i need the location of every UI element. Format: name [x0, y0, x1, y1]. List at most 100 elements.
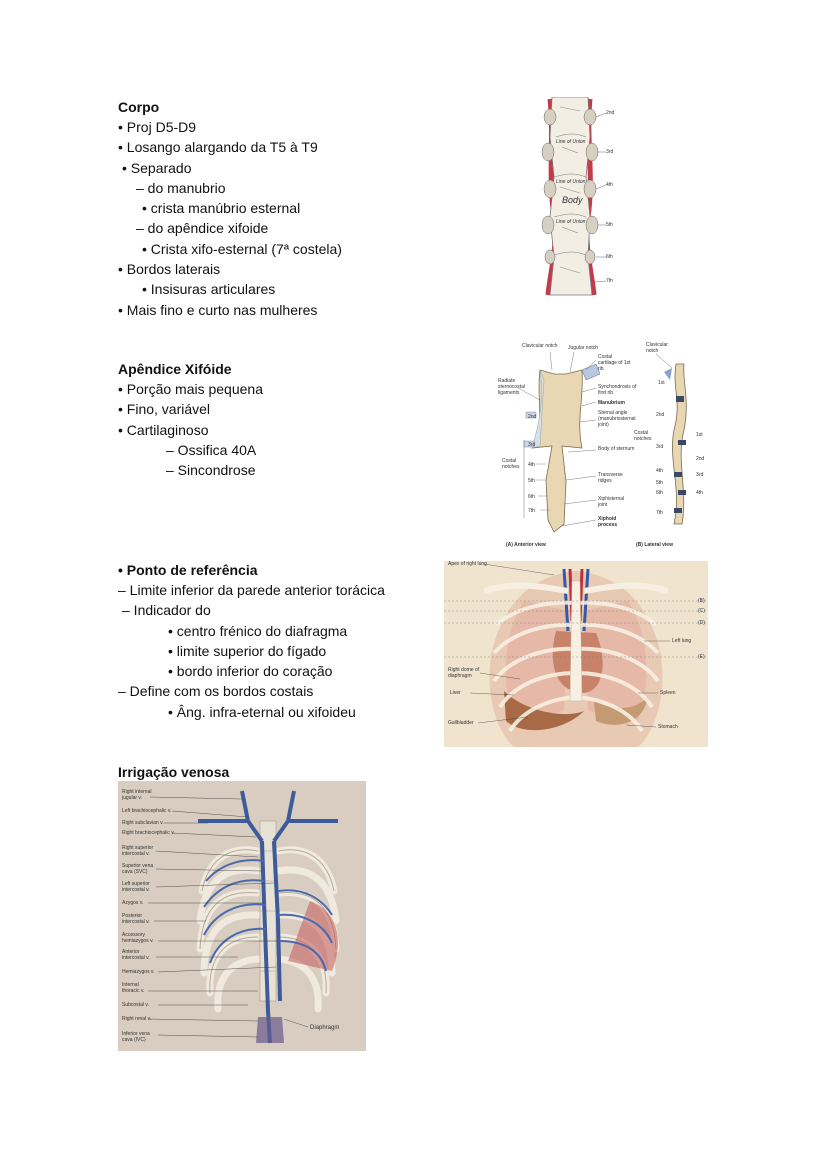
label-3rd-b: 3rd — [656, 444, 664, 450]
list-item: – Sincondrose — [166, 462, 256, 479]
list-item: • Losango alargando da T5 à T9 — [118, 139, 318, 156]
label-right-internal-jugular: Right internal jugular v. — [122, 789, 152, 801]
label-2nd: 2nd — [606, 110, 615, 116]
label-plane-e: (E) — [698, 654, 705, 660]
list-corpo: • Proj D5-D9 • Losango alargando da T5 à … — [118, 117, 342, 320]
label-4th-r: 4th — [696, 490, 703, 496]
label-spleen: Spleen — [660, 690, 676, 696]
heading-corpo: Corpo — [118, 99, 160, 115]
list-item: • Porção mais pequena — [118, 381, 263, 397]
label-liver: Liver — [450, 690, 461, 696]
label-right-superior-intercostal: Right superior intercostal v. — [122, 845, 154, 857]
sternum-views-drawing — [517, 351, 687, 533]
list-item: • Cartilaginoso — [118, 421, 209, 438]
sternum-body-drawing — [541, 97, 607, 296]
label-3rd-r: 3rd — [696, 472, 704, 478]
thorax-drawing — [444, 561, 708, 747]
label-right-subclavian: Right subclavian v. — [122, 820, 164, 826]
label-transverse-ridges: Transverse ridges — [598, 472, 623, 484]
label-6th-b: 6th — [656, 490, 663, 496]
heading-irrigacao-venosa: Irrigação venosa — [118, 764, 230, 780]
list-item: • Mais fino e curto nas mulheres — [118, 301, 318, 318]
figure-venous-drainage: Right internal jugular v. Left brachioce… — [118, 781, 366, 1051]
label-1st-b: 1st — [658, 380, 665, 386]
list-item: • bordo inferior do coração — [168, 663, 333, 680]
label-clavicular-notch-b: Clavicular notch — [646, 342, 668, 354]
label-body-of-sternum: Body of sternum — [598, 446, 635, 452]
label-internal-thoracic: Internal thoracic v. — [122, 982, 145, 994]
label-subcostal: Subcostal v. — [122, 1002, 149, 1008]
label-manubrium: Manubrium — [598, 400, 625, 406]
heading-ponto-referencia: • Ponto de referência — [118, 562, 258, 578]
label-5th-a: 5th — [528, 478, 535, 484]
label-4th: 4th — [606, 182, 613, 188]
label-costal-cartilage: Costal cartilage of 1st rib — [598, 354, 631, 372]
label-inferior-vena-cava: Inferior vena cava (IVC) — [122, 1031, 150, 1043]
figure-sternum-body: 2nd 3rd 4th 5th 6th 7th Line of Union Li… — [520, 97, 620, 297]
label-4th-a: 4th — [528, 462, 535, 468]
label-jugular-notch: Jugular notch — [568, 345, 599, 351]
figure-sternum-views: Clavicular notch Jugular notch Radiate s… — [496, 340, 712, 552]
label-4th-b: 4th — [656, 468, 663, 474]
label-plane-c: (C) — [698, 608, 705, 614]
label-gallbladder: Gallbladder — [448, 720, 474, 726]
list-item: – Limite inferior da parede anterior tor… — [118, 582, 385, 598]
label-2nd-r: 2nd — [696, 456, 705, 462]
label-left-superior-intercostal: Left superior intercostal v. — [122, 881, 150, 893]
list-item: • Insisuras articulares — [142, 281, 276, 298]
list-item: • limite superior do fígado — [168, 642, 327, 659]
label-synchondrosis: Synchondrosis of first rib — [598, 384, 637, 396]
caption-lateral-view: (B) Lateral view — [636, 542, 673, 548]
label-2nd-b: 2nd — [656, 412, 665, 418]
label-line-of-union-3: Line of Union — [556, 219, 586, 225]
caption-anterior-view: (A) Anterior view — [506, 542, 546, 548]
label-plane-d: (D) — [698, 620, 705, 626]
label-2nd-a: 2nd — [528, 414, 537, 420]
label-left-brachiocephalic: Left brachiocephalic v. — [122, 808, 172, 814]
label-6th: 6th — [606, 254, 613, 260]
label-line-of-union-2: Line of Union — [556, 179, 586, 185]
list-item: • Proj D5-D9 — [118, 119, 197, 135]
label-xiphisternal-joint: Xiphisternal joint — [598, 496, 625, 508]
label-line-of-union-1: Line of Union — [556, 139, 586, 145]
list-item: – Ossifica 40A — [166, 441, 257, 458]
label-sternal-angle: Sternal angle (manubriosternal joint) — [598, 410, 636, 428]
label-5th: 5th — [606, 222, 613, 228]
label-hemiazygos: Hemiazygos v. — [122, 969, 155, 975]
label-diaphragm: Diaphragm — [310, 1025, 340, 1031]
label-superior-vena-cava: Superior vena cava (SVC) — [122, 863, 154, 875]
list-item: • crista manúbrio esternal — [142, 200, 301, 217]
label-1st-r: 1st — [696, 432, 703, 438]
label-3rd: 3rd — [606, 149, 614, 155]
label-anterior-intercostal: Anterior intercostal v. — [122, 949, 150, 961]
list-item: – Define com os bordos costais — [118, 683, 314, 700]
label-right-brachiocephalic: Right brachiocephalic v. — [122, 830, 175, 836]
label-5th-b: 5th — [656, 480, 663, 486]
label-xiphoid-process: Xiphoid process — [598, 516, 618, 528]
label-accessory-hemiazygos: Accessory hemiazygos v. — [122, 932, 154, 944]
label-plane-b: (B) — [698, 598, 705, 604]
label-posterior-intercostal: Posterior intercostal v. — [122, 913, 150, 925]
label-costal-notches-a: Costal notches — [502, 458, 520, 470]
list-item: • centro frénico do diafragma — [168, 622, 348, 639]
label-costal-notches-b: Costal notches — [634, 430, 652, 442]
label-body: Body — [562, 195, 583, 205]
section-corpo: Corpo • Proj D5-D9 • Losango alargando da… — [118, 97, 342, 320]
list-apendice-xifoide: • Porção mais pequena• Fino, variável• C… — [118, 379, 263, 480]
section-apendice-xifoide: Apêndice Xifóide • Porção mais pequena• … — [118, 359, 263, 480]
figure-thorax-organs: Apex of right lung Right dome of diaphra… — [444, 561, 708, 747]
label-apex-right-lung: Apex of right lung — [448, 561, 487, 567]
label-clavicular-notch-a: Clavicular notch — [522, 343, 558, 349]
label-7th-b: 7th — [656, 510, 663, 516]
heading-apendice-xifoide: Apêndice Xifóide — [118, 361, 232, 377]
label-right-dome-diaphragm: Right dome of diaphragm — [448, 667, 480, 679]
section-irrigacao-venosa: Irrigação venosa — [118, 762, 229, 782]
label-radiate-ligaments: Radiate sternocostal ligaments — [498, 378, 525, 396]
list-item: • Bordos laterais — [118, 261, 221, 278]
list-item: – do manubrio — [136, 179, 226, 196]
list-ponto-referencia: – Limite inferior da parede anterior tor… — [118, 580, 385, 722]
list-item: – Indicador do — [122, 602, 211, 619]
venous-drawing — [118, 781, 366, 1051]
label-7th-a: 7th — [528, 508, 535, 514]
list-item: • Separado — [122, 159, 192, 176]
